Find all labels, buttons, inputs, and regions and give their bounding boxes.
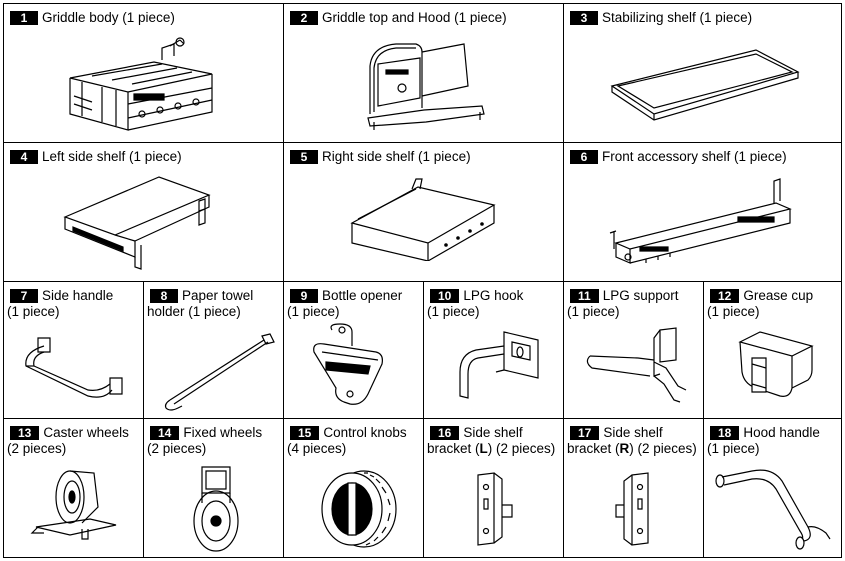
part-number-badge: 13 <box>10 426 40 440</box>
stabilizing-shelf-icon <box>604 42 804 126</box>
part-number-badge: 1 <box>10 11 38 25</box>
part-cell-7: 7 Side handle (1 piece) <box>3 281 144 419</box>
grease-cup-icon <box>728 328 824 412</box>
part-label: Side shelf <box>463 425 523 440</box>
part-label: Paper towel <box>182 288 254 303</box>
part-quantity: (1 piece) <box>7 304 60 319</box>
fixed-wheel-icon <box>184 463 248 555</box>
caster-wheel-icon <box>30 463 126 555</box>
part-label: Caster wheels <box>43 425 129 440</box>
part-label: Right side shelf (1 piece) <box>322 149 471 164</box>
side-shelf-bracket-left-icon <box>468 469 520 549</box>
part-cell-1: 1 Griddle body (1 piece) <box>3 3 284 143</box>
part-number-badge: 18 <box>710 426 740 440</box>
part-quantity: (4 pieces) <box>287 441 347 456</box>
part-label: Fixed wheels <box>183 425 263 440</box>
front-accessory-shelf-icon <box>606 173 802 273</box>
paper-towel-holder-icon <box>156 330 278 414</box>
side-handle-icon <box>18 334 130 410</box>
lpg-hook-icon <box>446 326 550 412</box>
part-quantity: (1 piece) <box>707 441 760 456</box>
part-label: LPG hook <box>463 288 524 303</box>
part-number-badge: 8 <box>150 289 178 303</box>
part-quantity: (1 piece) <box>287 304 340 319</box>
part-label: Hood handle <box>743 425 820 440</box>
left-side-shelf-icon <box>59 171 224 279</box>
part-label: Side handle <box>42 288 114 303</box>
part-number-badge: 7 <box>10 289 38 303</box>
part-number-badge: 9 <box>290 289 318 303</box>
hood-handle-icon <box>712 467 838 553</box>
part-number-badge: 10 <box>430 289 460 303</box>
part-label: Left side shelf (1 piece) <box>42 149 182 164</box>
part-quantity: (1 piece) <box>567 304 620 319</box>
part-label: Griddle top and Hood (1 piece) <box>322 10 507 25</box>
griddle-body-icon <box>62 32 227 138</box>
lpg-support-icon <box>580 326 696 412</box>
part-description: bracket (L) (2 pieces) <box>427 441 556 456</box>
part-label: Grease cup <box>743 288 814 303</box>
part-number-badge: 15 <box>290 426 320 440</box>
control-knob-icon <box>316 465 400 551</box>
part-number-badge: 14 <box>150 426 180 440</box>
right-side-shelf-icon <box>346 175 498 261</box>
part-label: Control knobs <box>323 425 407 440</box>
part-label: Side shelf <box>603 425 663 440</box>
part-quantity: (1 piece) <box>427 304 480 319</box>
part-label: Stabilizing shelf (1 piece) <box>602 10 753 25</box>
part-number-badge: 6 <box>570 150 598 164</box>
part-number-badge: 12 <box>710 289 740 303</box>
part-number-badge: 11 <box>570 289 599 303</box>
part-quantity: (2 pieces) <box>147 441 207 456</box>
part-number-badge: 2 <box>290 11 318 25</box>
side-shelf-bracket-right-icon <box>608 469 660 549</box>
part-label: Front accessory shelf (1 piece) <box>602 149 787 164</box>
part-number-badge: 3 <box>570 11 598 25</box>
part-cell-5: 5 Right side shelf (1 piece) <box>283 142 564 282</box>
griddle-top-hood-icon <box>364 38 489 134</box>
part-cell-9: 9 Bottle opener (1 piece) <box>283 281 424 419</box>
part-quantity: (2 pieces) <box>7 441 67 456</box>
part-description: holder (1 piece) <box>147 304 241 319</box>
part-label: Griddle body (1 piece) <box>42 10 175 25</box>
part-description: bracket (R) (2 pieces) <box>567 441 697 456</box>
part-number-badge: 4 <box>10 150 38 164</box>
part-label: Bottle opener <box>322 288 403 303</box>
part-number-badge: 16 <box>430 426 460 440</box>
bottle-opener-icon <box>304 322 404 416</box>
part-cell-6: 6 Front accessory shelf (1 piece) <box>563 142 842 282</box>
part-cell-4: 4 Left side shelf (1 piece) <box>3 142 284 282</box>
part-quantity: (1 piece) <box>707 304 760 319</box>
part-number-badge: 5 <box>290 150 318 164</box>
part-cell-3: 3 Stabilizing shelf (1 piece) <box>563 3 842 143</box>
part-cell-8: 8 Paper towel holder (1 piece) <box>143 281 284 419</box>
part-number-badge: 17 <box>570 426 600 440</box>
part-label: LPG support <box>602 288 679 303</box>
part-cell-2: 2 Griddle top and Hood (1 piece) <box>283 3 564 143</box>
